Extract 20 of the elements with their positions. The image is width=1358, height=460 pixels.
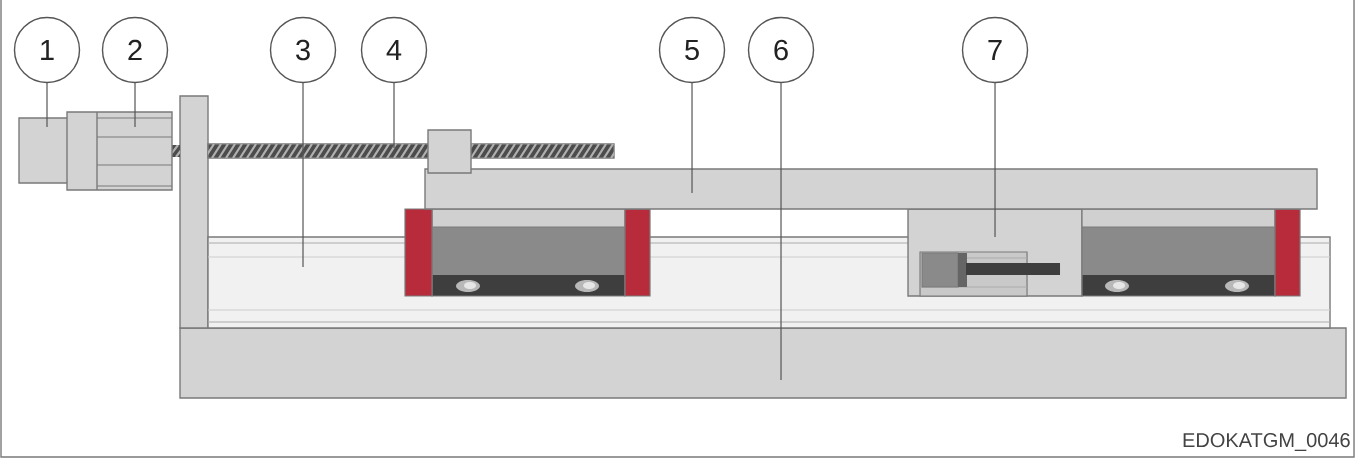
machine-base — [179, 327, 1347, 399]
figure-id: EDOKATGM_0046 — [1183, 433, 1350, 451]
callout-number: 3 — [269, 16, 337, 84]
callout-number: 6 — [747, 16, 815, 84]
leader-line — [691, 81, 693, 194]
callout-number: 7 — [961, 16, 1029, 84]
motor — [18, 117, 69, 184]
leader-line — [994, 81, 996, 238]
leader-line — [780, 81, 782, 381]
clamping-unit — [907, 208, 1083, 297]
callout-number: 5 — [658, 16, 726, 84]
callout-number: 2 — [101, 16, 169, 84]
leader-line — [302, 81, 304, 268]
callout-number: 1 — [13, 16, 81, 84]
leader-line — [46, 81, 48, 128]
end-plate — [179, 95, 209, 329]
callout-number: 4 — [360, 16, 428, 84]
lead-screw — [207, 143, 615, 159]
leader-line — [134, 81, 136, 128]
leader-line — [393, 81, 395, 149]
